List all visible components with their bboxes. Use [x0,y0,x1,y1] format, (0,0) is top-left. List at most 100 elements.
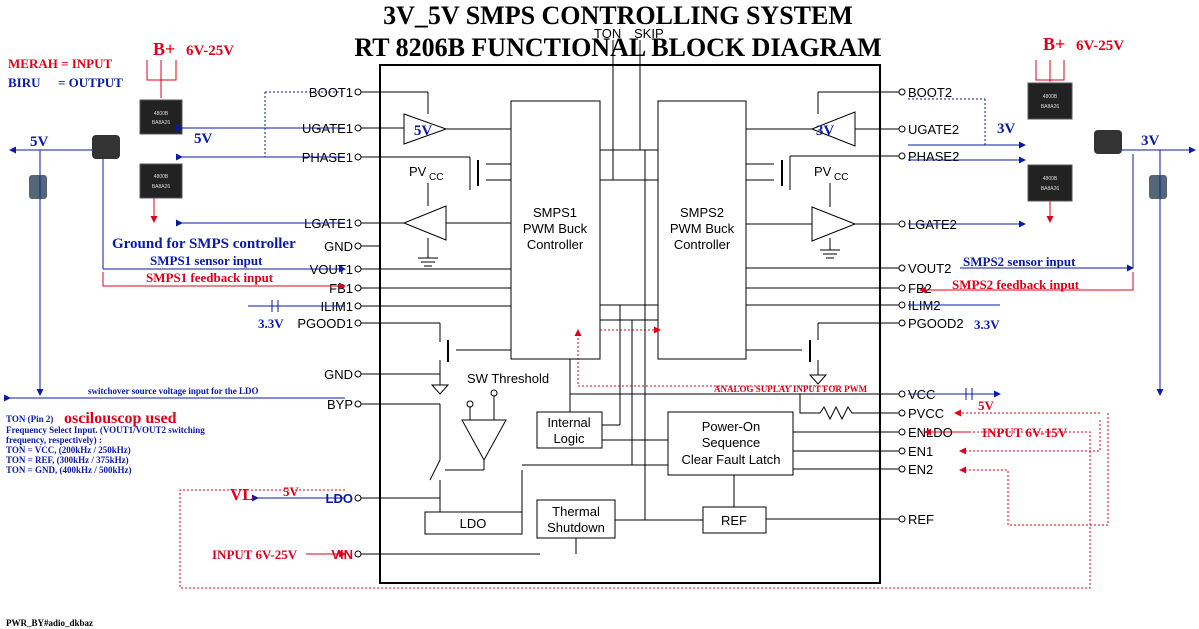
input-vin-note: INPUT 6V-25V [212,547,298,562]
vl-5v: 5V [283,484,300,499]
ton-line-2: frequency, respectively) : [6,435,102,445]
analog-supply-note: ANALOG SUPLAY INPUT FOR PWM [714,384,868,394]
capacitor-right-icon [1149,175,1167,199]
bplus-left: B+ [153,39,175,59]
svg-text:UGATE2: UGATE2 [908,122,959,137]
lgate2-driver [811,206,857,242]
ton-line-3: TON = VCC, (200kHz / 250kHz) [6,445,131,455]
svg-text:Thermal: Thermal [552,504,600,519]
ugate1-driver [403,113,448,145]
smps1-label: SMPS1 [533,205,577,220]
svg-text:GND: GND [324,367,353,382]
ton-line-1: Frequency Select Input. (VOUT1/VOUT2 swi… [6,425,205,435]
smps2-block [657,100,747,360]
svg-text:4800B: 4800B [1043,176,1058,182]
legend-output-label: BIRU [8,75,41,90]
pin-ton: TON [594,26,621,41]
svg-text:PVCC: PVCC [908,406,944,421]
mosfet-right-top: 4800B BA8A26 [1027,82,1073,120]
ton-line-4: TON = REF, (300kHz / 375kHz) [6,455,129,465]
svg-text:BA8A26: BA8A26 [1041,104,1060,110]
svg-text:FB2: FB2 [908,281,932,296]
input-enldo-note: INPUT 6V-15V [982,425,1068,440]
ugate2-driver-label: 3V [816,123,835,139]
oscilloscope-note: oscilouscop used [64,410,177,427]
legend-output-value: = OUTPUT [58,75,123,90]
svg-text:BA8A26: BA8A26 [152,184,171,190]
svg-text:Power-On: Power-On [702,419,761,434]
ref-block [702,506,767,534]
svg-text:REF: REF [908,512,934,527]
switchover-note: switchover source voltage input for the … [88,386,259,396]
svg-text:Controller: Controller [674,237,731,252]
svg-text:Controller: Controller [527,237,584,252]
smps1-block [510,100,601,360]
pgood1-3v3: 3.3V [258,316,284,331]
ugate2-driver [810,111,856,147]
svg-text:CC: CC [429,172,443,183]
smps1-sensor-note: SMPS1 sensor input [150,253,263,268]
svg-text:BA8A26: BA8A26 [1041,186,1060,192]
svg-text:Logic: Logic [553,431,585,446]
svg-text:EN1: EN1 [908,444,933,459]
out-3v-right: 3V [1141,133,1160,149]
ton-heading: TON (Pin 2) [6,414,53,424]
svg-text:REF: REF [721,513,747,528]
legend-input: MERAH = INPUT [8,56,113,71]
smps2-feedback-note: SMPS2 feedback input [952,277,1080,292]
footer-credit: PWR_BY#adio_dkbaz [6,618,93,628]
power-on-block [667,411,794,476]
ic-outline [379,64,881,584]
title-line1: 3V_5V SMPS CONTROLLING SYSTEM [383,1,853,30]
sw-threshold-label: SW Threshold [467,371,549,386]
pin-skip: SKIP [634,26,664,41]
capacitor-left-icon [29,175,47,199]
svg-text:BYP: BYP [327,397,353,412]
bplus-left-range: 6V-25V [186,43,234,59]
svg-text:PGOOD2: PGOOD2 [908,316,964,331]
mosfet-left-top: 4800B BA8A26 [139,99,183,135]
pgood2-3v3: 3.3V [974,317,1000,332]
ugate1-driver-label: 5V [414,123,433,139]
mosfet-right-bottom: 4800B BA8A26 [1027,164,1073,202]
mosfet-left-bottom: 4800B BA8A26 [139,163,183,199]
svg-text:FB1: FB1 [329,281,353,296]
lgate1-driver [402,205,447,241]
ldo-block [424,511,523,535]
svg-text:4800B: 4800B [154,111,169,117]
pvcc-5v: 5V [978,398,995,413]
vl-label: VL [230,485,254,504]
title-line2: RT 8206B FUNCTIONAL BLOCK DIAGRAM [354,33,881,62]
svg-text:CC: CC [834,172,848,183]
inductor-left-icon [92,135,120,159]
svg-text:GND: GND [324,239,353,254]
smps2-sensor-note: SMPS2 sensor input [963,254,1076,269]
svg-text:LDO: LDO [460,516,487,531]
svg-text:PGOOD1: PGOOD1 [297,316,353,331]
pvcc-right: PV [814,164,832,179]
bplus-right: B+ [1043,34,1065,54]
sw-comparator [461,419,507,462]
svg-text:Sequence: Sequence [702,435,761,450]
svg-text:VOUT2: VOUT2 [908,261,951,276]
ground-ctrl-note: Ground for SMPS controller [112,236,296,252]
svg-text:PHASE2: PHASE2 [908,149,959,164]
svg-text:PWM Buck: PWM Buck [523,221,588,236]
right-pins: BOOT2 UGATE2 PHASE2 LGATE2 VOUT2 FB2 ILI… [570,85,964,527]
out-5v-ugate: 5V [194,131,213,147]
inductor-right-icon [1094,130,1122,154]
svg-text:4800B: 4800B [1043,94,1058,100]
internal-logic-block [536,411,603,449]
smps2-label: SMPS2 [680,205,724,220]
ton-line-5: TON = GND, (400kHz / 500kHz) [6,465,131,475]
svg-text:BOOT2: BOOT2 [908,85,952,100]
svg-text:Internal: Internal [547,415,590,430]
thermal-shutdown-block [536,499,616,539]
out-5v-left: 5V [30,134,49,150]
svg-text:EN2: EN2 [908,462,933,477]
smps1-feedback-note: SMPS1 feedback input [146,270,274,285]
svg-text:Shutdown: Shutdown [547,520,605,535]
svg-text:PWM Buck: PWM Buck [670,221,735,236]
bplus-right-range: 6V-25V [1076,38,1124,54]
